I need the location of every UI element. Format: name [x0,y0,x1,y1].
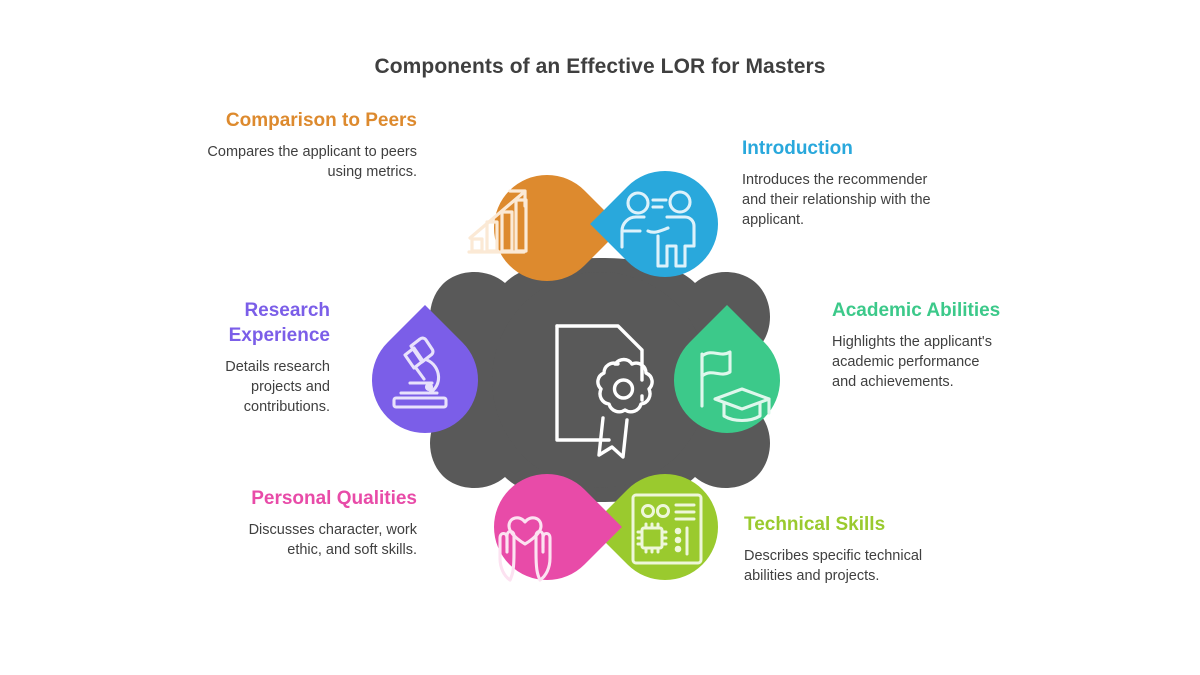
callout-title: Research Experience [228,300,330,347]
callout-description: Discusses character, work ethic, and sof… [248,522,417,559]
callout-description: Highlights the applicant's academic perf… [832,334,992,391]
callout-academic-abilities: Academic Abilities Highlights the applic… [832,298,1007,392]
growth-bar-chart-icon [467,189,528,254]
diagram-canvas [350,171,780,602]
page-title: Components of an Effective LOR for Maste… [374,55,826,78]
callout-title: Academic Abilities [832,300,1001,321]
circuit-chip-board-icon [631,493,703,565]
microscope-icon [392,336,448,409]
callout-title: Technical Skills [744,514,886,535]
callout-comparison-to-peers: Comparison to Peers Compares the applica… [185,108,417,182]
radial-diagram [350,150,850,610]
callout-introduction: Introduction Introduces the recommender … [742,136,952,230]
petal-research[interactable] [350,305,500,455]
petal-personal[interactable] [472,452,622,602]
callout-description: Introduces the recommender and their rel… [742,172,931,229]
callout-description: Compares the applicant to peers using me… [207,144,417,181]
center-hub [420,258,780,502]
callout-description: Details research projects and contributi… [225,359,330,416]
two-people-introduction-icon [620,190,696,268]
callout-title: Personal Qualities [251,488,417,509]
callout-technical-skills: Technical Skills Describes specific tech… [744,512,959,586]
center-hub-core [492,272,708,488]
heart-in-hands-icon [498,516,552,582]
callout-title: Introduction [742,138,853,159]
petal-personal-shape [494,474,622,580]
callout-title: Comparison to Peers [225,110,417,131]
callout-personal-qualities: Personal Qualities Discusses character, … [225,486,417,560]
callout-research-experience: Research Experience Details research pro… [175,298,330,417]
flag-graduation-cap-icon [700,350,771,423]
callout-description: Describes specific technical abilities a… [744,548,923,585]
document-award-icon [555,324,654,459]
petal-research-shape [372,305,478,434]
